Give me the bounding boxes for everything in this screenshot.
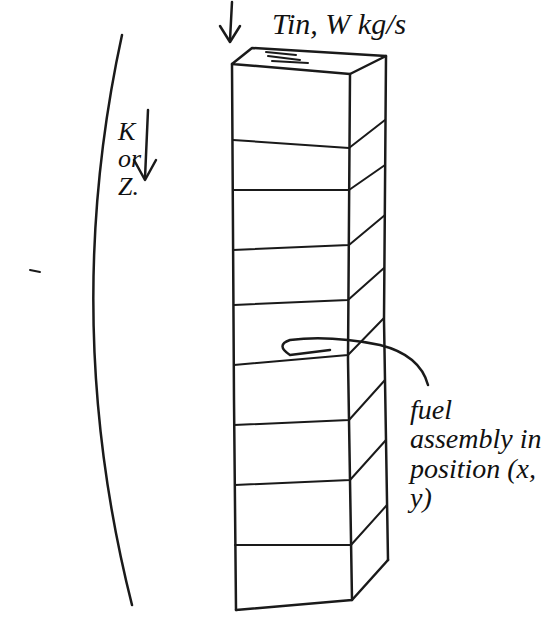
top-face (232, 48, 386, 74)
column-front-edge (348, 74, 352, 600)
column-bottom (236, 560, 388, 610)
column-left-edge (232, 64, 236, 610)
arrow-head (220, 26, 240, 42)
inlet-arrow (230, 2, 232, 40)
axial-segments (233, 120, 387, 545)
callout-label: fuel assembly in position (x, y) (410, 395, 550, 513)
column-right-edge (384, 56, 388, 560)
pen-mark (30, 270, 40, 272)
top-hatch (266, 52, 308, 63)
flow-label: Tin, W kg/s (272, 8, 542, 40)
leader-line (283, 338, 429, 385)
axial-arrow (145, 110, 148, 178)
axis-label: K or Z. (118, 118, 158, 200)
